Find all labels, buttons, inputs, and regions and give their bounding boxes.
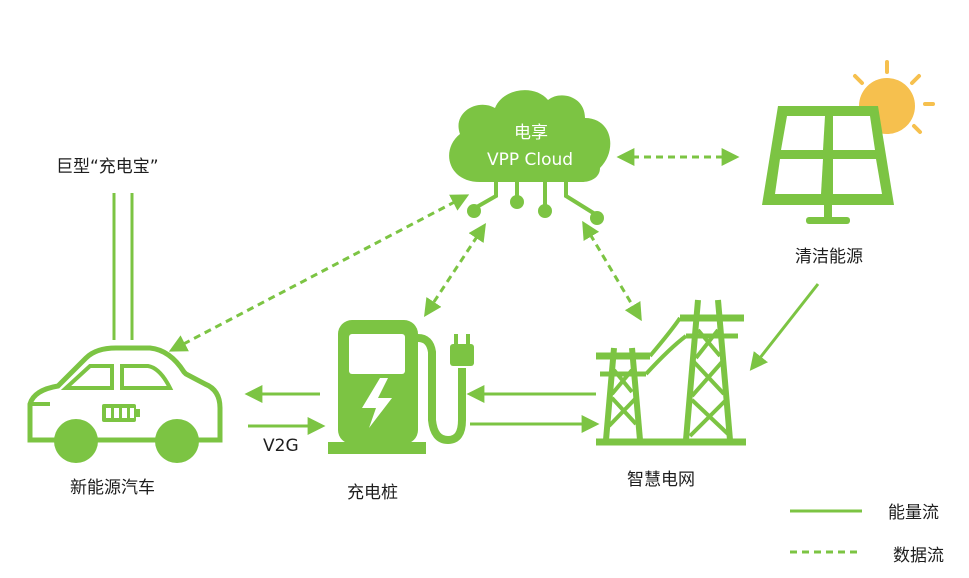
data-flow-lines bbox=[168, 148, 740, 352]
cloud-icon bbox=[449, 90, 611, 225]
solar-label: 清洁能源 bbox=[795, 247, 863, 267]
solar-panel-icon bbox=[762, 106, 894, 224]
grid-label: 智慧电网 bbox=[627, 470, 695, 490]
cloud-label-line1: 电享 bbox=[514, 123, 548, 143]
charger-label: 充电桩 bbox=[347, 483, 398, 503]
power-tower-icon bbox=[596, 299, 746, 446]
v2g-label: V2G bbox=[263, 436, 299, 456]
cloud-label-line2: VPP Cloud bbox=[486, 150, 574, 170]
electric-car-icon bbox=[27, 345, 223, 463]
legend-data-label: 数据流 bbox=[893, 546, 944, 566]
power-bank-label: 巨型“充电宝” bbox=[56, 157, 159, 177]
car-label: 新能源汽车 bbox=[70, 478, 155, 498]
legend-energy-label: 能量流 bbox=[888, 503, 939, 523]
charging-station-icon bbox=[328, 320, 474, 454]
energy-flow-lines bbox=[244, 283, 820, 435]
power-bank-lines bbox=[112, 193, 134, 340]
